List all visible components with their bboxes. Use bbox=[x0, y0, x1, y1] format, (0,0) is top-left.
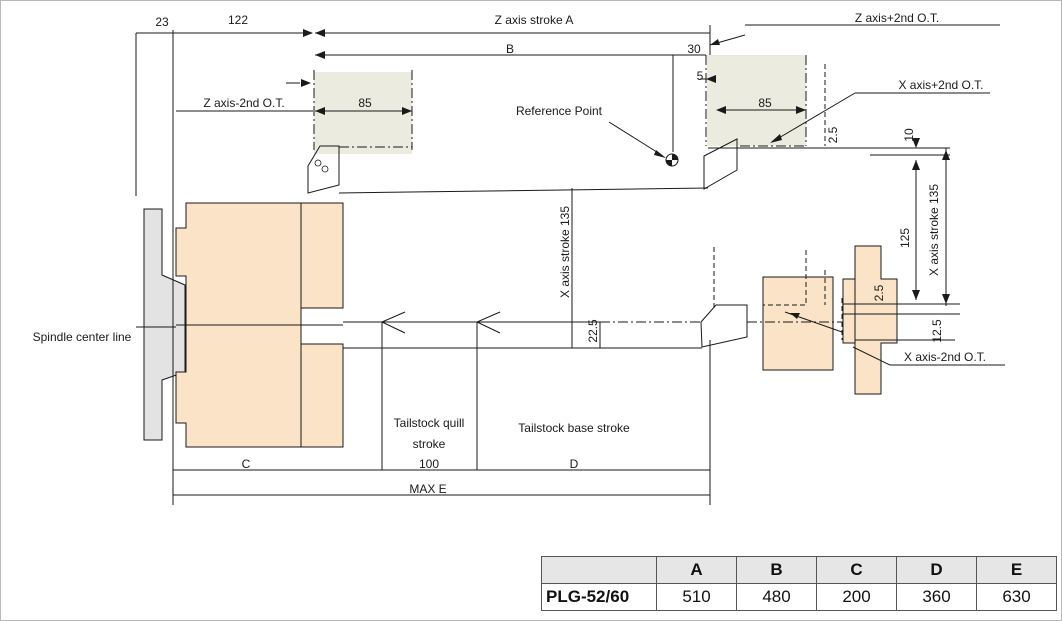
ah-10 bbox=[912, 138, 920, 148]
ah-zminus bbox=[301, 79, 311, 87]
tool-block bbox=[762, 276, 834, 371]
ah-122 bbox=[303, 29, 313, 37]
label-b: B bbox=[506, 42, 514, 56]
spec-header-c: C bbox=[816, 556, 897, 584]
ah-zplus bbox=[710, 39, 720, 45]
label-22-5: 22.5 bbox=[586, 319, 600, 343]
spec-value-a: 510 bbox=[656, 583, 737, 611]
label-x-stroke-right: X axis stroke 135 bbox=[927, 184, 941, 276]
x-ref-line bbox=[338, 187, 709, 194]
spec-corner bbox=[541, 556, 657, 584]
spec-header-e: E bbox=[976, 556, 1057, 584]
workpiece-step-lower bbox=[300, 343, 344, 448]
label-z-minus-ot: Z axis-2nd O.T. bbox=[203, 96, 284, 110]
t-dash2 bbox=[763, 250, 807, 306]
label-x-plus-ot: X axis+2nd O.T. bbox=[898, 78, 983, 92]
label-tailstock-base-stroke: Tailstock base stroke bbox=[518, 421, 630, 435]
ah-135-b bbox=[942, 294, 950, 304]
ref-q1 bbox=[672, 154, 678, 160]
label-max-e: MAX E bbox=[409, 482, 446, 496]
bolt1 bbox=[314, 159, 322, 167]
workpiece-step-upper bbox=[300, 202, 344, 309]
spec-header-d: D bbox=[896, 556, 977, 584]
spec-table: A B C D E PLG-52/60 510 480 200 360 630 bbox=[541, 556, 1057, 611]
ah-125-t bbox=[912, 160, 920, 170]
ah-a-l bbox=[315, 29, 325, 37]
tool-holder-top bbox=[703, 138, 738, 190]
spec-value-b: 480 bbox=[736, 583, 817, 611]
ah-85l-l bbox=[315, 107, 325, 115]
label-23: 23 bbox=[155, 15, 169, 29]
label-5: 5 bbox=[697, 69, 704, 83]
ah-85r-r bbox=[796, 106, 806, 114]
ref-lead bbox=[608, 121, 661, 155]
label-85-right: 85 bbox=[758, 96, 772, 110]
label-10: 10 bbox=[902, 128, 916, 142]
spec-model: PLG-52/60 bbox=[541, 583, 657, 611]
label-85-left: 85 bbox=[358, 96, 372, 110]
label-tailstock-quill-2: stroke bbox=[413, 437, 446, 451]
ah-xplus bbox=[770, 134, 782, 143]
bolt2 bbox=[321, 165, 329, 173]
turret-plate bbox=[854, 245, 898, 395]
ah-85l-r bbox=[402, 107, 412, 115]
label-d: D bbox=[570, 457, 579, 471]
ah-135-t bbox=[942, 150, 950, 160]
label-tailstock-quill-1: Tailstock quill bbox=[394, 416, 465, 430]
table-row: PLG-52/60 510 480 200 360 630 bbox=[541, 583, 1057, 611]
ah-125-b bbox=[912, 290, 920, 300]
label-30: 30 bbox=[687, 42, 701, 56]
z-minus-zone bbox=[314, 72, 412, 154]
spec-header-row: A B C D E bbox=[541, 556, 1057, 584]
label-x-stroke-mid: X axis stroke 135 bbox=[558, 206, 572, 298]
ah-b-l bbox=[315, 51, 325, 59]
spec-header-a: A bbox=[656, 556, 737, 584]
spec-value-c: 200 bbox=[816, 583, 897, 611]
label-x-minus-ot: X axis-2nd O.T. bbox=[904, 350, 986, 364]
label-z-stroke-a: Z axis stroke A bbox=[495, 13, 574, 27]
label-100: 100 bbox=[419, 457, 439, 471]
ah-5 bbox=[706, 75, 716, 83]
spec-header-b: B bbox=[736, 556, 817, 584]
label-125: 125 bbox=[898, 228, 912, 248]
ah-ref bbox=[654, 150, 666, 158]
tool-holder-bottom bbox=[700, 304, 748, 348]
label-122: 122 bbox=[228, 13, 248, 27]
label-spindle-center-line: Spindle center line bbox=[33, 330, 132, 344]
turret-neck bbox=[842, 278, 856, 344]
z-plus-zone bbox=[707, 55, 806, 146]
tool-holder-left bbox=[307, 145, 340, 194]
spec-value-e: 630 bbox=[976, 583, 1057, 611]
ah-85r-l bbox=[716, 106, 726, 114]
xplus-lead bbox=[771, 92, 856, 143]
ref-q2 bbox=[666, 160, 672, 166]
xminus-lead bbox=[852, 346, 891, 366]
label-12-5: 12.5 bbox=[930, 319, 944, 343]
ah-xminus-tool bbox=[790, 313, 800, 319]
label-c: C bbox=[242, 457, 251, 471]
spec-value-d: 360 bbox=[896, 583, 977, 611]
label-z-plus-ot: Z axis+2nd O.T. bbox=[855, 11, 939, 25]
label-2-5-right: 2.5 bbox=[872, 284, 886, 301]
label-2-5-top: 2.5 bbox=[826, 126, 840, 143]
label-reference-point: Reference Point bbox=[516, 104, 603, 118]
